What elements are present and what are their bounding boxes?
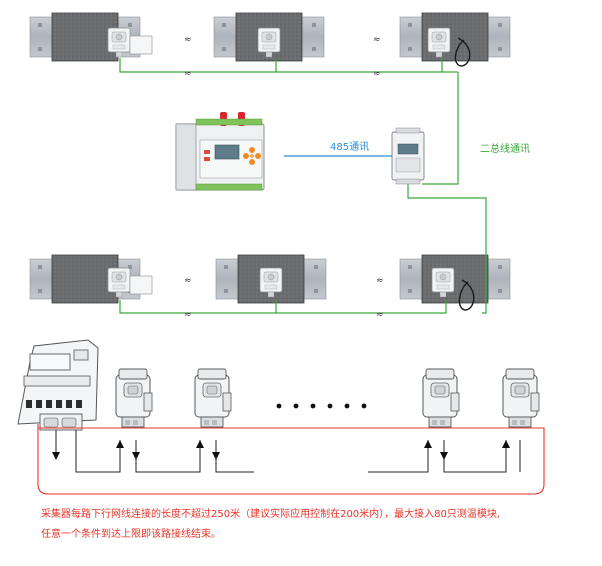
rs485-label: 485通讯 (330, 141, 369, 153)
break-mark: ≈ (184, 69, 192, 79)
busbar-top-3 (399, 12, 511, 67)
bus-wiring (119, 58, 487, 314)
red-loop (37, 424, 545, 495)
busbar-low-3 (399, 254, 511, 311)
break-mark: ≈ (184, 276, 192, 286)
busbar-top-1 (29, 12, 153, 62)
collector-meter (17, 339, 99, 431)
bus-converter (391, 127, 425, 185)
break-marks: ≈ ≈ ≈ ≈ ≈ ≈ ≈ ≈ (184, 35, 384, 320)
note-line-2: 任意一个条件到达上限即该路接线结束。 (41, 527, 221, 540)
collector-device (175, 112, 265, 191)
network-cable (55, 430, 521, 473)
note-line-1: 采集器每路下行网线连接的长度不超过250米（建议实际应用控制在200米内），最大… (41, 507, 500, 520)
break-mark: ≈ (184, 35, 192, 45)
break-mark: ≈ (184, 310, 192, 320)
break-mark: ≈ (373, 69, 381, 79)
break-mark: ≈ (376, 276, 384, 286)
break-mark: ≈ (376, 310, 384, 320)
busbar-low-1 (29, 254, 153, 304)
flow-arrows (52, 440, 510, 460)
break-mark: ≈ (373, 35, 381, 45)
ellipsis-dots (276, 403, 367, 409)
temp-modules (115, 368, 540, 428)
busbar-top-2 (213, 12, 325, 62)
bus-label: 二总线通讯 (480, 142, 530, 155)
busbar-low-2 (215, 254, 327, 304)
